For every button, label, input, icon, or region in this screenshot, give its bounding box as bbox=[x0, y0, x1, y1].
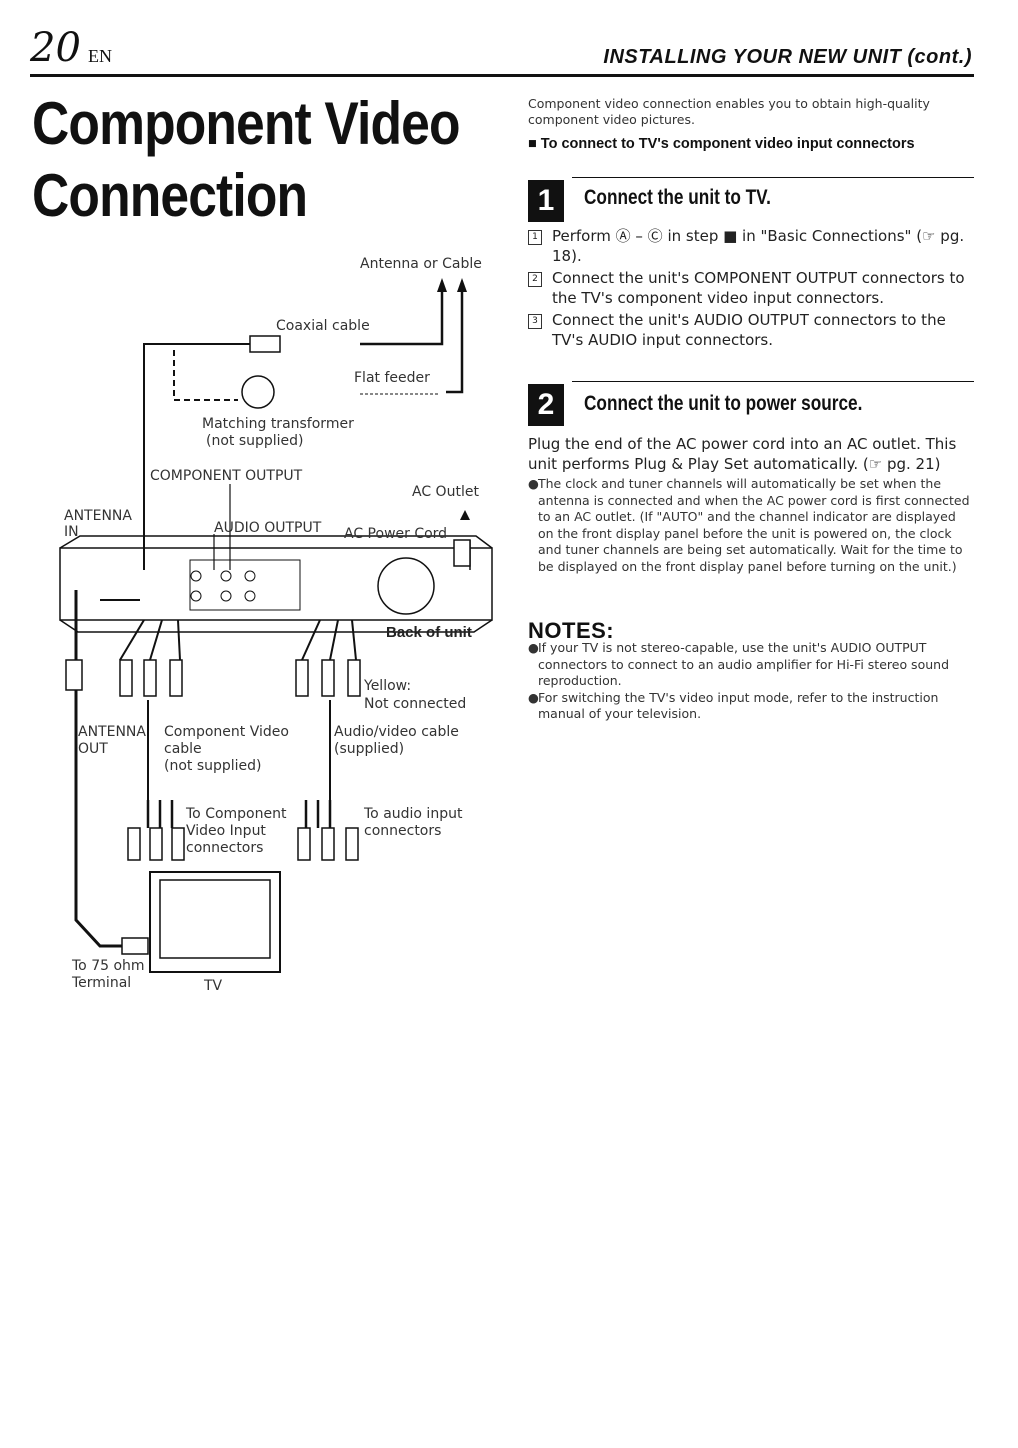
label-matching-transformer: Matching transformer bbox=[202, 416, 354, 432]
rca-plug-icon bbox=[119, 659, 133, 697]
tv-body bbox=[149, 871, 281, 973]
label-to-component-3: connectors bbox=[186, 840, 264, 856]
rca-plug-icon bbox=[169, 659, 183, 697]
label-tv: TV bbox=[204, 978, 223, 994]
label-to-75-ohm-2: Terminal bbox=[72, 975, 132, 991]
matching-transformer-icon bbox=[241, 375, 275, 409]
step-2-title: Connect the unit to power source. bbox=[584, 392, 863, 415]
rca-plug-icon bbox=[143, 659, 157, 697]
list-item-text: If your TV is not stereo-capable, use th… bbox=[538, 640, 949, 688]
header-rule bbox=[30, 74, 974, 77]
fan-vent-icon bbox=[377, 557, 435, 615]
tv-screen bbox=[159, 879, 271, 959]
label-ac-power-cord: AC Power Cord bbox=[344, 526, 448, 542]
step-2-rule bbox=[572, 381, 974, 382]
label-to-component-2: Video Input bbox=[186, 823, 266, 839]
subheading: ■ To connect to TV's component video inp… bbox=[528, 136, 974, 152]
antenna-plug-icon bbox=[65, 659, 83, 691]
list-item-text: Perform Ⓐ – Ⓒ in step ■ in "Basic Connec… bbox=[552, 227, 965, 265]
label-coaxial-cable: Coaxial cable bbox=[276, 318, 370, 334]
arrow-up-icon bbox=[457, 278, 467, 292]
bullet-icon: ● bbox=[528, 640, 539, 655]
rca-plug-icon bbox=[347, 659, 361, 697]
step-1-list: 1 Perform Ⓐ – Ⓒ in step ■ in "Basic Conne… bbox=[528, 226, 974, 352]
label-antenna-out-2: OUT bbox=[78, 741, 108, 757]
antenna-in-cable bbox=[143, 343, 250, 570]
label-to-audio-1: To audio input bbox=[364, 806, 463, 822]
list-item-text: For switching the TV's video input mode,… bbox=[538, 689, 939, 722]
power-plug-icon bbox=[453, 539, 471, 567]
page-title-line-2: Connection bbox=[32, 162, 308, 229]
list-item-text: Connect the unit's COMPONENT OUTPUT conn… bbox=[552, 269, 965, 307]
notes-list: ●If your TV is not stereo-capable, use t… bbox=[528, 640, 974, 723]
bullet-icon: ● bbox=[528, 476, 539, 491]
label-flat-feeder: Flat feeder bbox=[354, 370, 430, 386]
f-connector-icon bbox=[121, 937, 149, 955]
bullet-icon: ● bbox=[528, 689, 539, 705]
rca-plug-icon bbox=[171, 827, 185, 861]
step-2-paragraph: Plug the end of the AC power cord into a… bbox=[528, 435, 957, 473]
section-header: INSTALLING YOUR NEW UNIT (cont.) bbox=[603, 46, 972, 68]
label-ac-outlet: AC Outlet bbox=[412, 484, 479, 500]
step-number-box: 2 bbox=[528, 272, 542, 287]
label-component-video-cable-3: (not supplied) bbox=[164, 758, 262, 774]
label-antenna-or-cable: Antenna or Cable bbox=[360, 256, 482, 272]
list-item: 1 Perform Ⓐ – Ⓒ in step ■ in "Basic Conne… bbox=[528, 226, 974, 266]
flat-feeder-line bbox=[446, 290, 464, 394]
rca-plug-icon bbox=[345, 827, 359, 861]
step-number-box: 3 bbox=[528, 314, 542, 329]
step-1-number: 1 bbox=[528, 180, 564, 222]
label-to-component-1: To Component bbox=[186, 806, 287, 822]
arrow-up-icon bbox=[437, 278, 447, 292]
page-number: 20 bbox=[30, 25, 81, 71]
list-item-text: Connect the unit's AUDIO OUTPUT connecto… bbox=[552, 311, 946, 349]
label-to-75-ohm-1: To 75 ohm bbox=[72, 958, 145, 974]
rca-plug-icon bbox=[127, 827, 141, 861]
rca-plug-icon bbox=[321, 659, 335, 697]
label-yellow: Yellow: bbox=[364, 678, 412, 694]
notes-heading: NOTES: bbox=[528, 618, 615, 643]
label-not-connected: Not connected bbox=[364, 696, 467, 712]
rca-plug-icon bbox=[295, 659, 309, 697]
subheading-text: To connect to TV's component video input… bbox=[540, 136, 915, 152]
label-av-cable-2: (supplied) bbox=[334, 741, 405, 757]
step-number-box: 1 bbox=[528, 230, 542, 245]
page-title: Component Video Connection bbox=[32, 88, 460, 232]
label-av-cable-1: Audio/video cable bbox=[334, 724, 459, 740]
label-back-of-unit: Back of unit bbox=[386, 624, 472, 641]
label-audio-output: AUDIO OUTPUT bbox=[214, 520, 322, 536]
unit-body bbox=[59, 547, 493, 621]
label-to-audio-2: connectors bbox=[364, 823, 442, 839]
dashed-link bbox=[173, 350, 238, 401]
page-title-line-1: Component Video bbox=[32, 90, 460, 157]
list-item-text: The clock and tuner channels will automa… bbox=[538, 476, 970, 574]
list-item: ●For switching the TV's video input mode… bbox=[528, 690, 974, 723]
step-2-number: 2 bbox=[528, 384, 564, 426]
label-antenna-in-2: IN bbox=[64, 524, 79, 540]
step-2-bullets: ●The clock and tuner channels will autom… bbox=[528, 476, 974, 575]
list-item: ●If your TV is not stereo-capable, use t… bbox=[528, 640, 974, 690]
step-1-title: Connect the unit to TV. bbox=[584, 186, 771, 209]
intro-text: Component video connection enables you t… bbox=[528, 96, 930, 127]
list-item: ●The clock and tuner channels will autom… bbox=[528, 476, 974, 575]
rca-plug-icon bbox=[149, 827, 163, 861]
label-component-video-cable-2: cable bbox=[164, 741, 202, 757]
rca-plug-icon bbox=[297, 827, 311, 861]
step-1-rule bbox=[572, 177, 974, 178]
rca-plug-icon bbox=[321, 827, 335, 861]
coaxial-cable-line bbox=[360, 290, 444, 346]
label-antenna-in-1: ANTENNA bbox=[64, 508, 132, 524]
list-item: 2 Connect the unit's COMPONENT OUTPUT con… bbox=[528, 268, 974, 308]
label-component-video-cable-1: Component Video bbox=[164, 724, 289, 740]
square-bullet-icon: ■ bbox=[528, 136, 537, 152]
label-not-supplied: (not supplied) bbox=[206, 433, 304, 449]
page-language: EN bbox=[88, 46, 112, 66]
label-component-output: COMPONENT OUTPUT bbox=[150, 468, 303, 484]
list-item: 3 Connect the unit's AUDIO OUTPUT connect… bbox=[528, 310, 974, 350]
coax-plug-icon bbox=[249, 335, 281, 353]
arrow-up-icon bbox=[460, 510, 470, 520]
label-antenna-out-1: ANTENNA bbox=[78, 724, 146, 740]
